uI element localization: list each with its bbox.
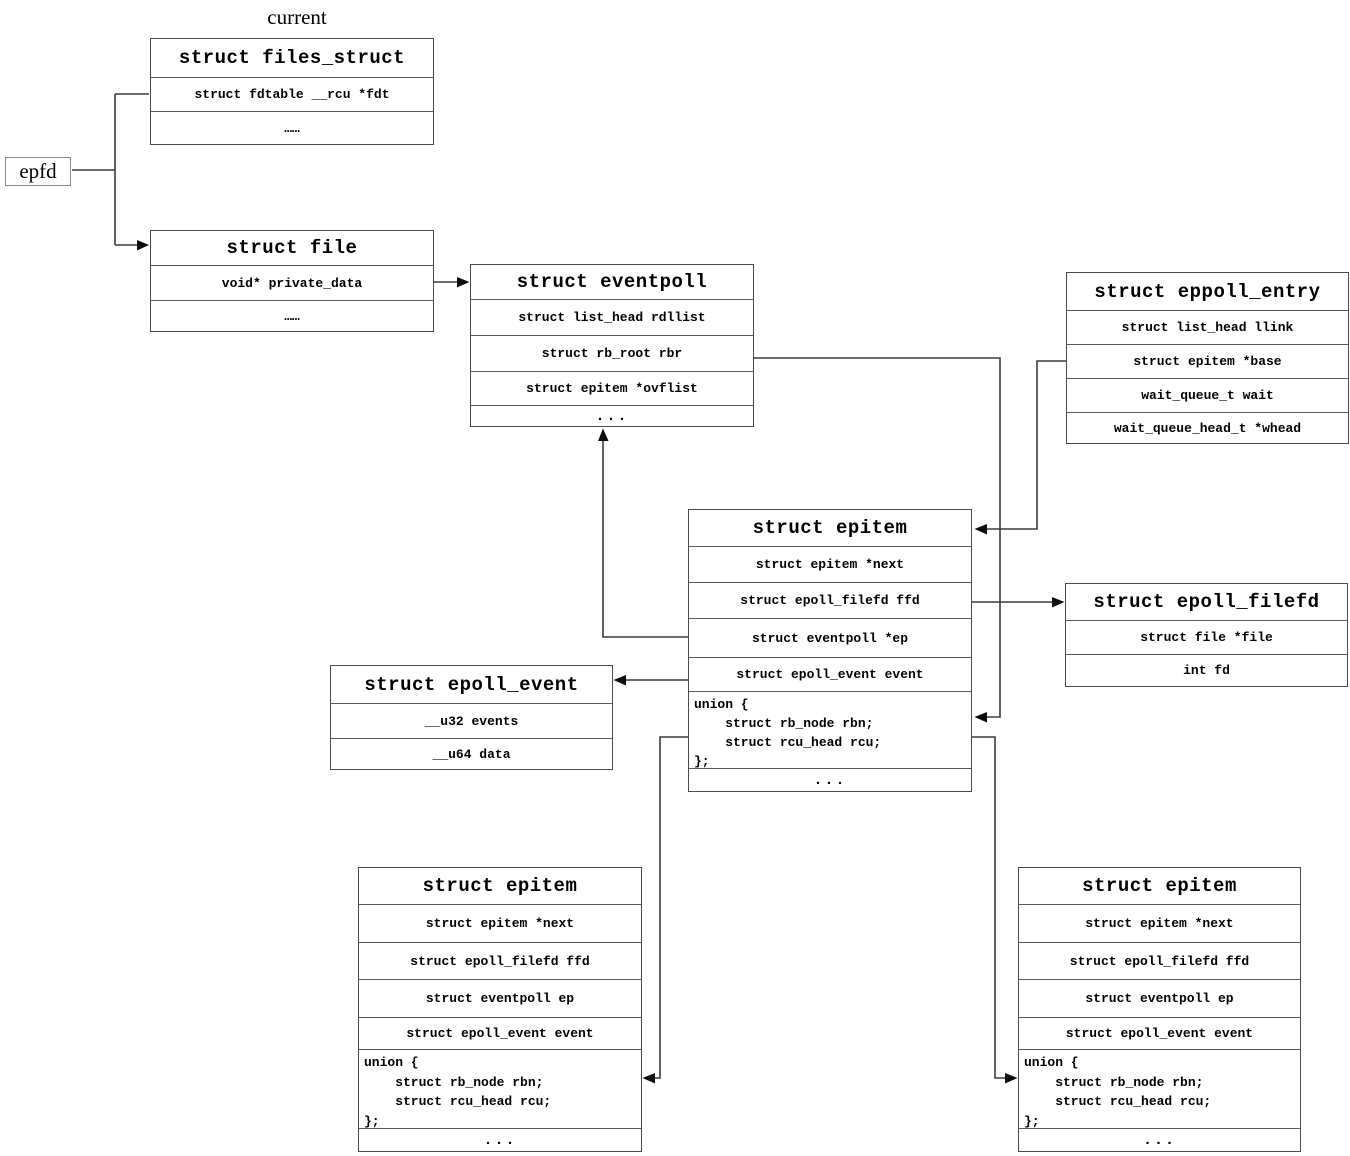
field-row: __u32 events: [331, 703, 612, 738]
box-title: struct files_struct: [178, 47, 406, 69]
box-title: struct epitem: [1082, 875, 1237, 897]
epfd-box: epfd: [5, 157, 71, 186]
box-title: struct epoll_event: [364, 673, 579, 696]
field-row: __u64 data: [331, 738, 612, 769]
ellipsis-row: ...: [471, 405, 753, 426]
field-row: struct fdtable __rcu *fdt: [151, 77, 433, 111]
box-title: struct eventpoll: [516, 271, 708, 293]
box-epitem-left: struct epitem struct epitem *next struct…: [358, 867, 642, 1152]
ellipsis-row: ...: [689, 768, 971, 791]
field-row: struct list_head llink: [1067, 310, 1348, 344]
box-eventpoll: struct eventpoll struct list_head rdllis…: [470, 264, 754, 427]
field-row: struct eventpoll *ep: [689, 618, 971, 657]
field-row: struct epitem *base: [1067, 344, 1348, 378]
field-row: struct file *file: [1066, 620, 1347, 654]
union-block: union { struct rb_node rbn; struct rcu_h…: [689, 691, 971, 769]
box-epitem-right: struct epitem struct epitem *next struct…: [1018, 867, 1301, 1152]
field-row: struct epoll_filefd ffd: [1019, 942, 1300, 979]
box-epitem-center: struct epitem struct epitem *next struct…: [688, 509, 972, 792]
field-row: struct epoll_event event: [689, 657, 971, 691]
current-label: current: [267, 5, 327, 29]
box-epoll-filefd: struct epoll_filefd struct file *file in…: [1065, 583, 1348, 687]
box-title: struct eppoll_entry: [1094, 280, 1321, 303]
box-title: struct file: [226, 237, 358, 259]
box-title: struct epoll_filefd: [1093, 591, 1320, 613]
field-row: struct epitem *next: [689, 546, 971, 582]
field-row: struct eventpoll ep: [1019, 979, 1300, 1017]
field-row: void* private_data: [151, 265, 433, 300]
union-block: union { struct rb_node rbn; struct rcu_h…: [359, 1049, 641, 1129]
field-row: struct epoll_event event: [359, 1017, 641, 1049]
field-row: struct epoll_event event: [1019, 1017, 1300, 1049]
ellipsis-row: ...: [359, 1128, 641, 1151]
field-row: struct eventpoll ep: [359, 979, 641, 1017]
field-row: int fd: [1066, 654, 1347, 686]
field-row: struct list_head rdllist: [471, 299, 753, 335]
field-row: struct epoll_filefd ffd: [689, 582, 971, 618]
field-row: wait_queue_head_t *whead: [1067, 412, 1348, 443]
box-eppoll-entry: struct eppoll_entry struct list_head lli…: [1066, 272, 1349, 444]
ellipsis-row: ...: [1019, 1128, 1300, 1151]
epfd-label: epfd: [19, 159, 57, 183]
field-row: struct epitem *next: [1019, 904, 1300, 942]
field-row: struct epitem *ovflist: [471, 371, 753, 405]
box-title: struct epitem: [752, 517, 908, 539]
field-row: wait_queue_t wait: [1067, 378, 1348, 412]
field-row: struct epoll_filefd ffd: [359, 942, 641, 979]
box-epoll-event: struct epoll_event __u32 events __u64 da…: [330, 665, 613, 770]
union-block: union { struct rb_node rbn; struct rcu_h…: [1019, 1049, 1300, 1129]
box-files-struct: struct files_struct struct fdtable __rcu…: [150, 38, 434, 145]
field-row: struct rb_root rbr: [471, 335, 753, 371]
field-row: struct epitem *next: [359, 904, 641, 942]
box-file: struct file void* private_data ……: [150, 230, 434, 332]
field-row: ……: [151, 300, 433, 331]
box-title: struct epitem: [422, 875, 578, 897]
field-row: ……: [151, 111, 433, 144]
